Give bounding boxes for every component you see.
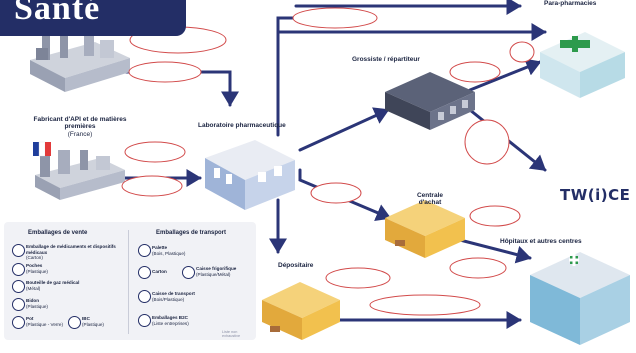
gas-bottle-icon [12, 280, 25, 293]
label-fabricant-sub: (France) [67, 130, 93, 138]
bubble-group-top [292, 7, 378, 29]
bubble-group-grossiste-hop [464, 119, 510, 165]
grossiste-warehouse-illustration [385, 72, 475, 130]
laboratory-illustration [205, 140, 295, 210]
bubble-group-fabricant [124, 141, 186, 163]
arrow-lab-to-grossiste [298, 107, 390, 152]
arrow-lab-to-centrale [298, 168, 392, 222]
legend-vente-item: Pot(Plastique - Verre) [26, 316, 64, 327]
label-laboratoire: Laboratoire pharmaceutique [198, 122, 286, 129]
legend-vente-item: Bouteille de gaz médical(Métal) [26, 280, 80, 291]
legend-footnote: Liste non exhaustive [222, 330, 241, 338]
legend-divider [128, 230, 129, 334]
title-banner: Santé [0, 0, 186, 36]
legend-transport-item: Emballages B2C(Liste entreprises) [152, 315, 189, 326]
carton-box-icon [12, 244, 25, 257]
bubble-group-centrale-2 [469, 205, 521, 227]
jar-icon [12, 316, 25, 329]
bubble-group-fabricant-2 [121, 175, 183, 197]
api-factory-illustration [35, 150, 125, 200]
pouch-icon [12, 263, 25, 276]
legend-vente-title: Emballages de vente [28, 230, 88, 236]
label-hopitaux: Hôpitaux et autres centres [500, 238, 582, 245]
label-fabricant-text: Fabricant d'API et de matières premières [33, 116, 127, 131]
twice-logo: TW(i)CE [560, 186, 631, 204]
legend-transport-item: Caisse frigorifique(Plastique/Métal) [196, 266, 237, 277]
arrow-centrale-to-hopitaux [458, 238, 532, 264]
cardboard-box-icon [138, 266, 151, 279]
bubble-group-factory-2 [128, 61, 202, 83]
legend-vente-item: Emballage de médicaments et dispositifs … [26, 244, 116, 260]
legend-vente-item: Bidon(Plastique) [26, 298, 48, 309]
france-flag-icon [33, 141, 51, 157]
jerrycan-icon [12, 298, 25, 311]
centrale-warehouse-illustration [385, 200, 465, 258]
legend-transport-item: Caisse de transport(Bois/Plastique) [152, 291, 195, 302]
arrow-grossiste-to-para [468, 58, 542, 92]
bubble-group-hopitaux [449, 257, 507, 279]
legend-transport-item: Palette(Bois, Plastique) [152, 245, 186, 256]
b2c-package-icon [138, 314, 151, 327]
cold-box-icon [182, 266, 195, 279]
legend-vente-item: Poches(Plastique) [26, 263, 48, 274]
bubble-group-grossiste [449, 61, 501, 83]
label-centrale: Centrale d'achat [416, 192, 443, 207]
label-grossiste: Grossiste / répartiteur [352, 56, 420, 63]
bubble-group-depositaire-2 [369, 294, 481, 316]
transport-crate-icon [138, 290, 151, 303]
banner-title: Santé [14, 0, 101, 27]
bubble-group-depositaire [325, 267, 391, 289]
hospital-illustration [530, 252, 630, 345]
ibc-container-icon [68, 316, 81, 329]
legend-vente-item: IBC(Plastique) [82, 316, 104, 327]
depositaire-warehouse-illustration [262, 282, 340, 340]
pallet-icon [138, 244, 151, 257]
bubble-group-grossiste-para [509, 41, 535, 63]
factory-illustration [30, 24, 130, 92]
arrow-lab-to-top [276, 16, 298, 137]
label-para-pharmacies: Para-pharmacies [544, 0, 597, 7]
bubble-group-centrale [310, 182, 362, 204]
legend-transport-item: Carton [152, 269, 167, 274]
label-depositaire: Dépositaire [278, 262, 314, 269]
label-fabricant: Fabricant d'API et de matières premières… [20, 116, 140, 138]
pharmacy-illustration [540, 32, 625, 98]
flow-arrows [93, 0, 547, 329]
legend-transport-title: Emballages de transport [156, 230, 227, 236]
packaging-bubbles [121, 7, 535, 316]
legend-panel: Emballages de vente Emballages de transp… [4, 222, 256, 340]
